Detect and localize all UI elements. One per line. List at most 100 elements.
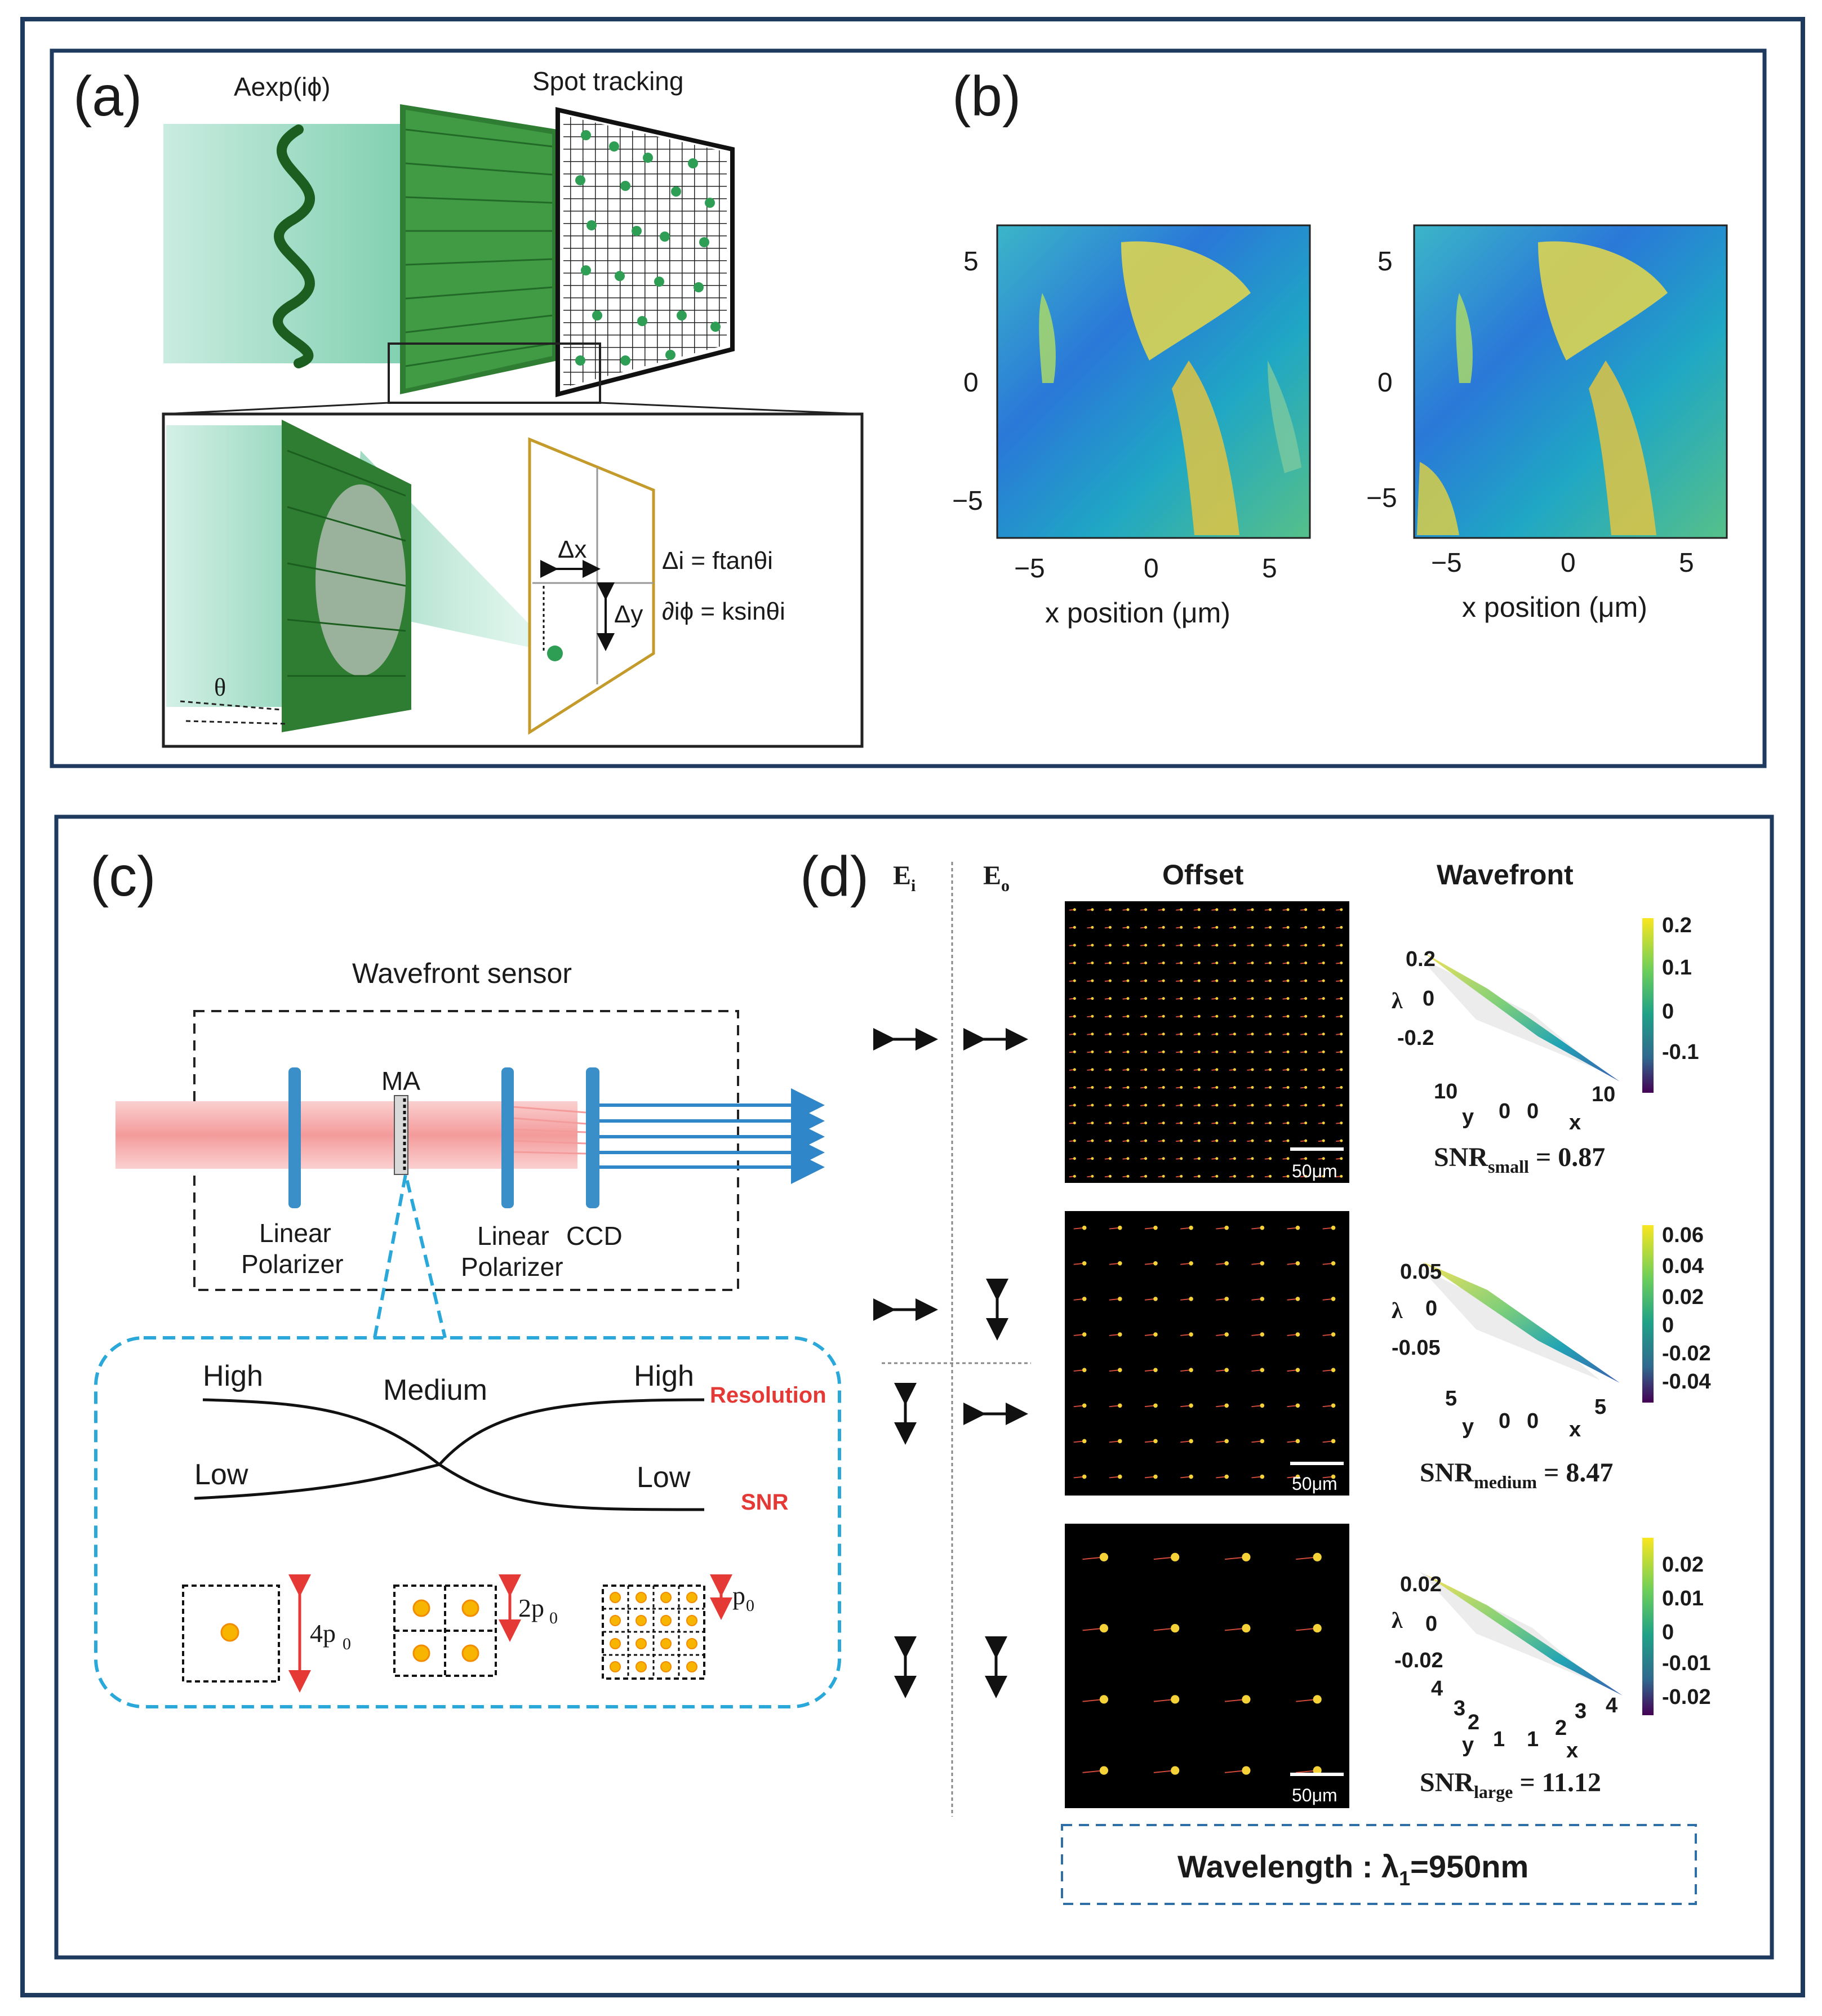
offset-spot (1295, 1403, 1300, 1408)
offset-spot (1233, 1085, 1236, 1089)
offset-spot (1340, 925, 1343, 929)
offset-spot (1304, 1139, 1308, 1142)
svg-text:0.04: 0.04 (1662, 1254, 1704, 1278)
offset-spot (1197, 1139, 1201, 1142)
offset-spot (1189, 1261, 1193, 1266)
offset-spot (1073, 944, 1076, 947)
offset-spot (1215, 1122, 1219, 1125)
offset-spot (1286, 1157, 1290, 1160)
offset-spot (1126, 1050, 1130, 1053)
offset-spot (1233, 1103, 1236, 1107)
offset-spot (1269, 944, 1272, 947)
offset-spot (1269, 1068, 1272, 1071)
offset-spot (1189, 1368, 1193, 1372)
offset-spot (1295, 1297, 1300, 1301)
offset-spot (1126, 997, 1130, 1000)
offset-spot (1233, 1157, 1236, 1160)
offset-spot (1286, 1068, 1290, 1071)
svg-text:−5: −5 (1431, 548, 1462, 578)
offset-spot (1082, 1225, 1087, 1230)
offset-spot (1215, 1033, 1219, 1036)
offset-spot (1108, 908, 1112, 911)
offset-spot (1340, 944, 1343, 947)
offset-spot (1269, 1033, 1272, 1036)
svg-text:-0.1: -0.1 (1662, 1040, 1699, 1064)
offset-spot (1215, 1050, 1219, 1053)
offset-spot (1144, 908, 1148, 911)
offset-spot (1251, 962, 1254, 965)
offset-spot (1269, 1085, 1272, 1089)
colorbar-small (1642, 918, 1654, 1093)
offset-spot (1126, 1174, 1130, 1178)
offset-spot (1269, 979, 1272, 982)
svg-text:10: 10 (1592, 1083, 1615, 1106)
offset-spot (1340, 1033, 1343, 1036)
offset-spot (1295, 1474, 1300, 1479)
offset-spot (1108, 1068, 1112, 1071)
offset-spot (1215, 1139, 1219, 1142)
offset-spot (1073, 1103, 1076, 1107)
offset-spot (1322, 1157, 1325, 1160)
offset-spot (1091, 944, 1094, 947)
offset-spot (1180, 908, 1183, 911)
offset-spot (1251, 925, 1254, 929)
offset-spot (1144, 979, 1148, 982)
offset-spot (1322, 1050, 1325, 1053)
offset-spot (1286, 1139, 1290, 1142)
offset-spot (1091, 1068, 1094, 1071)
panel-c: (c) Wavefront sensor MA Linear Polarizer… (90, 845, 841, 1708)
offset-spot (1260, 1474, 1265, 1479)
offset-spot (1340, 908, 1343, 911)
offset-spot (1215, 1085, 1219, 1089)
offset-image-small (1065, 901, 1349, 1183)
panel-b-label: (b) (952, 65, 1021, 128)
offset-spot (1118, 1439, 1122, 1444)
offset-spot (1162, 1174, 1165, 1178)
svg-text:0.02: 0.02 (1662, 1285, 1704, 1309)
offset-spot (1153, 1225, 1158, 1230)
offset-spot (1251, 1103, 1254, 1107)
offset-spot (1126, 925, 1130, 929)
panel-d: (d) E i E o Offset Wavefront 50μm 50 (800, 845, 1711, 1905)
offset-spot (1313, 1695, 1322, 1704)
offset-spot (1304, 1033, 1308, 1036)
offset-spot (1251, 1068, 1254, 1071)
svg-text:4: 4 (1431, 1677, 1443, 1701)
theta-label: θ (214, 674, 226, 701)
offset-spot (1091, 1157, 1094, 1160)
offset-spot (1304, 979, 1308, 982)
offset-spot (1340, 1103, 1343, 1107)
offset-spot (1180, 1174, 1183, 1178)
offset-title: Offset (1162, 859, 1244, 891)
offset-spot (1073, 1157, 1076, 1160)
left-map-yticks: 5 0 −5 (952, 247, 983, 516)
offset-spot (1197, 908, 1201, 911)
offset-spot (1189, 1403, 1193, 1408)
svg-text:5: 5 (1445, 1387, 1457, 1410)
svg-text:x: x (1566, 1739, 1578, 1763)
offset-spot (1108, 997, 1112, 1000)
offset-spot (1082, 1403, 1087, 1408)
offset-spot (1189, 1332, 1193, 1337)
svg-text:-0.02: -0.02 (1662, 1685, 1711, 1709)
output-rays (597, 1088, 825, 1184)
offset-spot (1082, 1474, 1087, 1479)
offset-spot (1180, 1122, 1183, 1125)
svg-text:10: 10 (1434, 1080, 1457, 1103)
offset-spot (1269, 925, 1272, 929)
offset-spot (1313, 1766, 1322, 1775)
offset-spot (1286, 908, 1290, 911)
offset-spot (1322, 944, 1325, 947)
svg-text:5: 5 (1594, 1395, 1606, 1419)
offset-spot (1162, 997, 1165, 1000)
snr-large: SNRlarge = 11.12 (1420, 1768, 1601, 1802)
svg-text:-0.02: -0.02 (1394, 1649, 1443, 1672)
bottom-panel-frame (54, 815, 1774, 1960)
offset-spot (1233, 1033, 1236, 1036)
offset-spot (1233, 979, 1236, 982)
offset-spot (1286, 979, 1290, 982)
offset-spot (1215, 925, 1219, 929)
snr-medium: SNRmedium = 8.47 (1420, 1458, 1613, 1492)
offset-spot (1286, 1033, 1290, 1036)
offset-spot (1180, 1139, 1183, 1142)
